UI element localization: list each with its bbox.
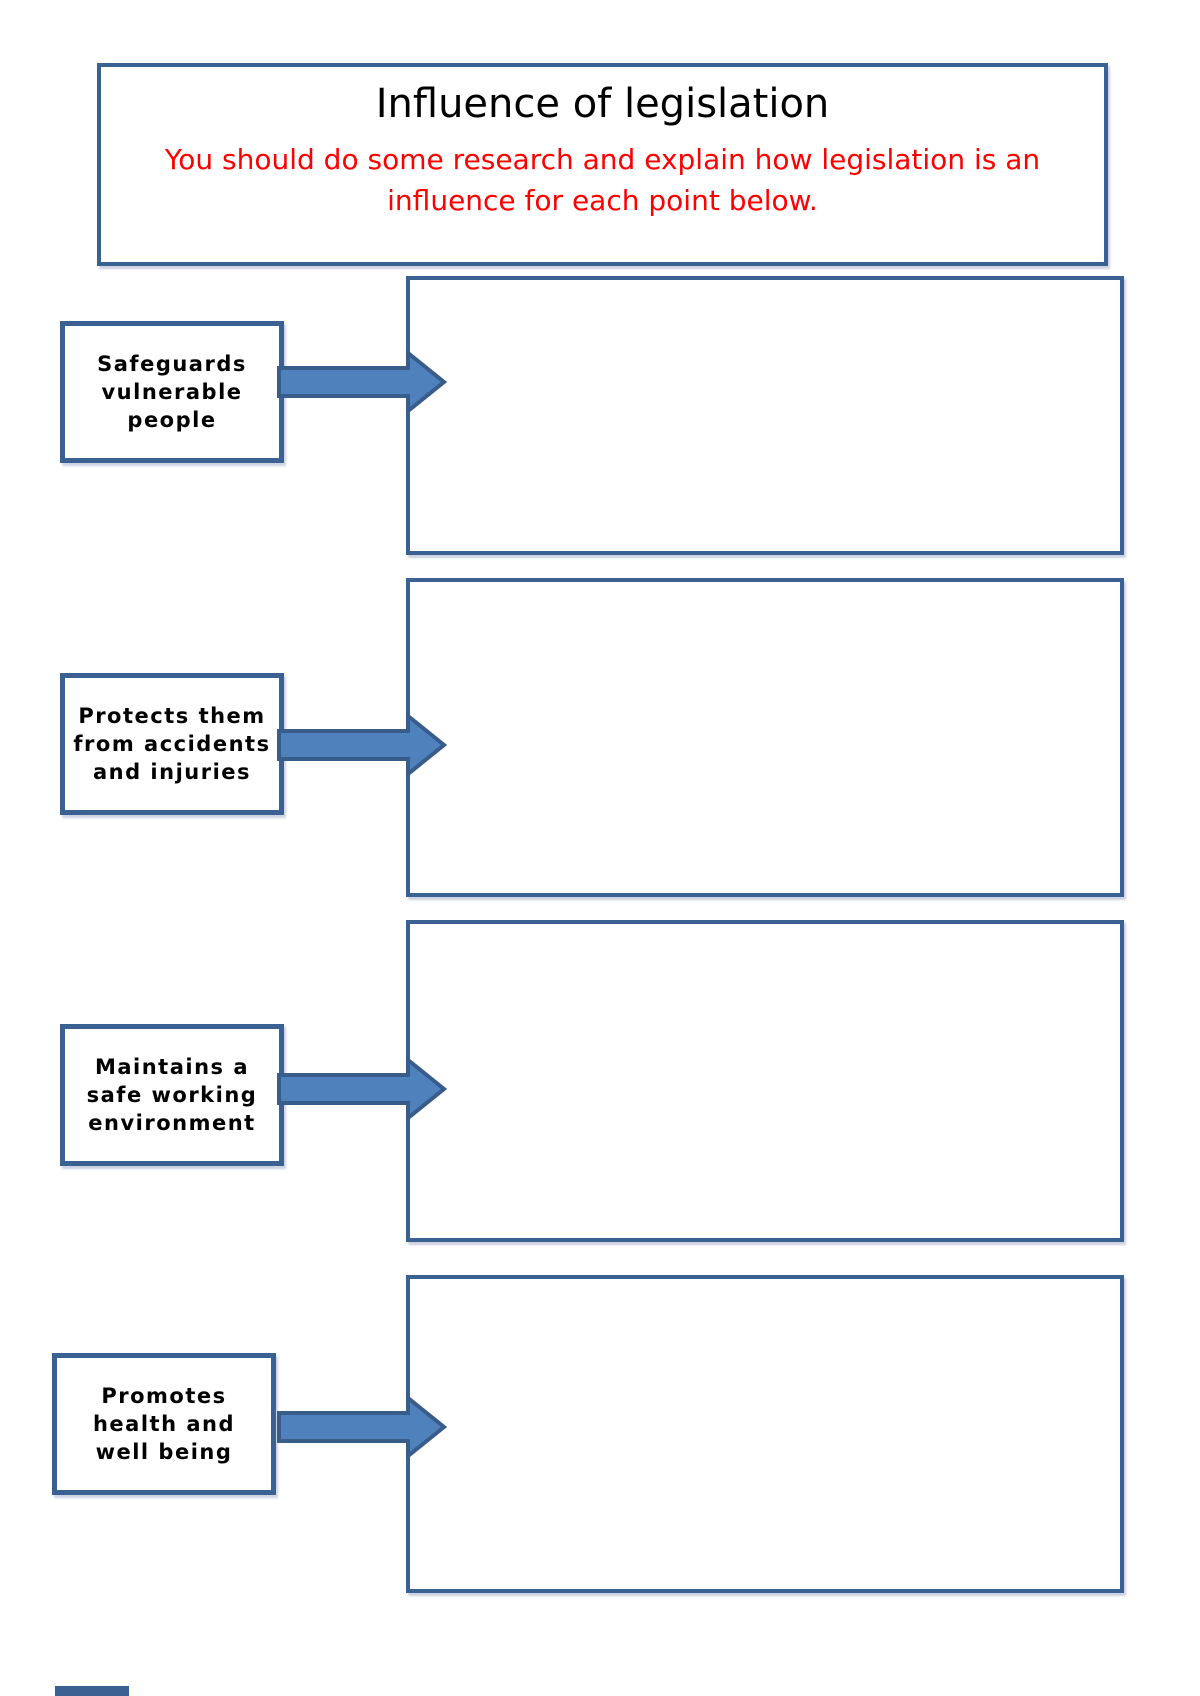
label-text: Maintains a safe working environment bbox=[86, 1055, 258, 1135]
answer-box-protects[interactable] bbox=[406, 578, 1124, 897]
answer-box-maintains[interactable] bbox=[406, 920, 1124, 1242]
label-text: Promotes health and well being bbox=[92, 1384, 235, 1464]
label-box-protects: Protects them from accidents and injurie… bbox=[60, 673, 284, 815]
label-box-maintains: Maintains a safe working environment bbox=[60, 1024, 284, 1166]
label-box-safeguards: Safeguards vulnerable people bbox=[60, 321, 284, 463]
label-box-promotes: Promotes health and well being bbox=[52, 1353, 276, 1495]
arrow-right-icon bbox=[277, 349, 448, 415]
label-text: Protects them from accidents and injurie… bbox=[73, 704, 271, 784]
answer-box-safeguards[interactable] bbox=[406, 276, 1124, 555]
arrow-right-icon bbox=[277, 1394, 448, 1460]
answer-box-promotes[interactable] bbox=[406, 1275, 1124, 1593]
instruction-text: You should do some research and explain … bbox=[164, 143, 1041, 217]
page-title: Influence of legislation bbox=[375, 81, 830, 127]
label-text: Safeguards vulnerable people bbox=[97, 352, 247, 432]
arrow-right-icon bbox=[277, 1056, 448, 1122]
title-box: Influence of legislation You should do s… bbox=[97, 63, 1108, 266]
partial-box-border bbox=[55, 1686, 129, 1696]
arrow-right-icon bbox=[277, 712, 448, 778]
